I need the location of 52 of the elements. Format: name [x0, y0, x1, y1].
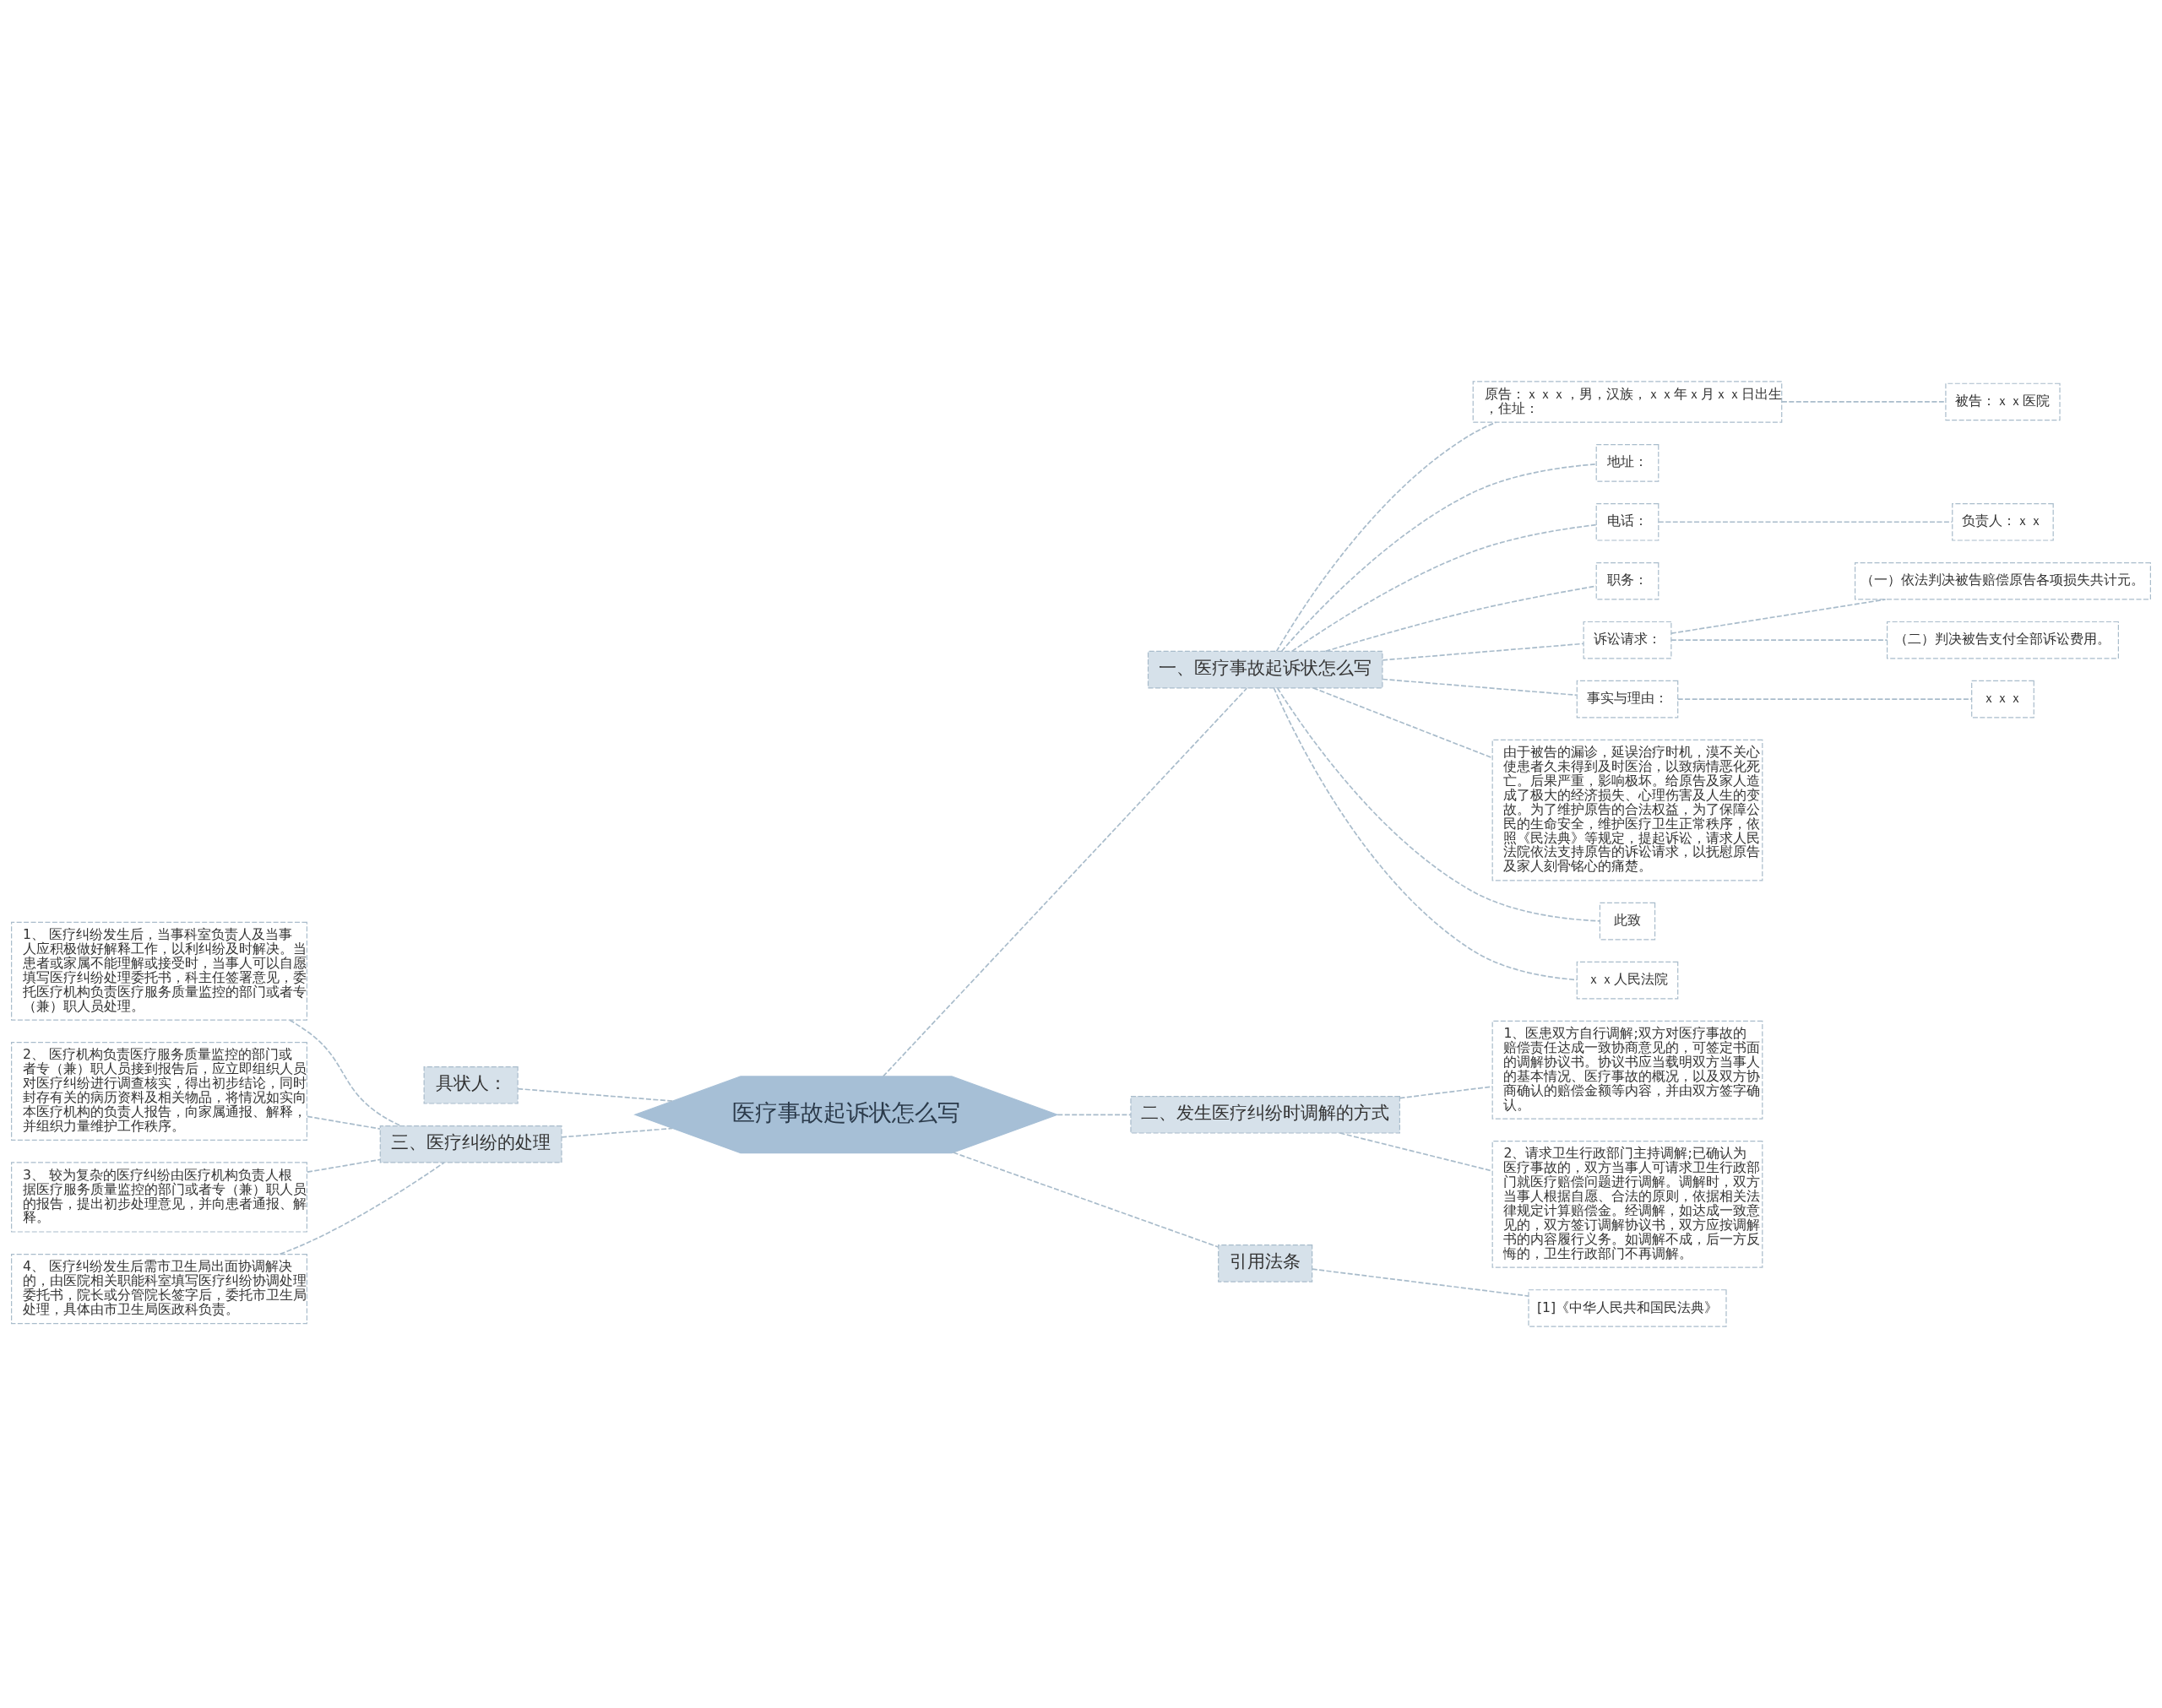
connector [1291, 523, 1597, 653]
connector [1057, 1114, 1132, 1116]
connector [1781, 401, 1947, 403]
connector [1670, 639, 1888, 642]
connector [952, 1152, 1220, 1248]
connector [279, 1162, 445, 1255]
connector [307, 1115, 381, 1130]
node-box: ｘｘ人民法院 [1576, 961, 1679, 1000]
node-box: 原告：ｘｘｘ，男，汉族，ｘｘ年ｘ月ｘｘ日出生，住址： [1472, 381, 1783, 423]
connector [1276, 687, 1601, 922]
connector [1382, 678, 1578, 697]
node-box: 被告：ｘｘ医院 [1945, 382, 2061, 421]
node-box: 此致 [1599, 902, 1656, 941]
node-box: 1、 医疗纠纷发生后，当事科室负责人及当事人应积极做好解释工作，以利纠纷及时解决。当患者或家属不能理解或接受时，当事人可以自愿填写医疗纠纷处理委托书，科主任签署意见，委托医疗机构负责医疗服务质量监控的部门或者专（兼）职人员处理。 [11, 921, 308, 1021]
connector [307, 1158, 381, 1174]
connector [1382, 643, 1584, 661]
node-box: 二、发生医疗纠纷时调解的方式 [1130, 1095, 1400, 1134]
connector [1280, 463, 1597, 653]
connector [1670, 599, 1887, 635]
connector [1312, 1268, 1529, 1297]
node-box: 职务： [1595, 561, 1660, 600]
node-box: 诉讼请求： [1583, 621, 1672, 659]
connector [289, 1019, 402, 1127]
node-box: 1、医患双方自行调解;双方对医疗事故的赔偿责任达成一致协商意见的，可签定书面的调解协议书。协议书应当载明双方当事人的基本情况、医疗事故的概况，以及双方协商确认的赔偿金额等内容，并由双方签字确认。 [1491, 1020, 1763, 1120]
node-box: 2、 医疗机构负责医疗服务质量监控的部门或者专（兼）职人员接到报告后，应立即组织人员对医疗纠纷进行调查核实，得出初步结论，同时封存有关的病历资料及相关物品，将情况如实向本医疗机构的负责人报告，向家属通报、解释，并组织力量维护工作秩序。 [11, 1042, 308, 1141]
connector [561, 1127, 674, 1138]
node-box: 由于被告的漏诊，延误治疗时机，漠不关心使患者久未得到及时医治，以致病情恶化死亡。后果严重，影响极坏。给原告及家人造成了极大的经济损失、心理伤害及人生的变故。为了维护原告的合法权益，为了保障公民的生命安全，维护医疗卫生正常秩序，依照《民法典》等规定，提起诉讼，请求人民法院依法支持原告的诉讼请求，以抚慰原告及家人刻骨铭心的痛楚。 [1491, 739, 1763, 881]
connector [1658, 521, 1953, 523]
node-box: （一）依法判决被告赔偿原告各项损失共计元。 [1854, 561, 2151, 600]
connector [1677, 698, 1973, 700]
node-box: 电话： [1595, 502, 1660, 541]
node-box: 4、 医疗纠纷发生后需市卫生局出面协调解决的，由医院相关职能科室填写医疗纠纷协调处理委托书，院长或分管院长签字后，委托市卫生局处理，具体由市卫生局医政科负责。 [11, 1253, 308, 1325]
node-box: （二）判决被告支付全部诉讼费用。 [1886, 621, 2119, 659]
node-box: 地址： [1595, 444, 1660, 482]
node-box: 事实与理由： [1576, 680, 1679, 718]
connector [1275, 421, 1497, 653]
node-box: 具状人： [423, 1066, 519, 1104]
connector [1312, 687, 1493, 759]
connector [517, 1087, 673, 1102]
connector [1324, 585, 1597, 653]
node-box: [1]《中华人民共和国民法典》 [1528, 1289, 1727, 1327]
node-box: 引用法条 [1218, 1244, 1313, 1282]
connector [882, 687, 1248, 1077]
connector [1399, 1086, 1493, 1099]
connector [1339, 1132, 1493, 1172]
node-box: 一、医疗事故起诉状怎么写 [1147, 650, 1383, 689]
node-box: 负责人：ｘｘ [1952, 502, 2054, 541]
connector [1273, 687, 1578, 981]
node-box: 3、 较为复杂的医疗纠纷由医疗机构负责人根据医疗服务质量监控的部门或者专（兼）职人员的报告，提出初步处理意见，并向患者通报、解释。 [11, 1162, 308, 1233]
node-box: 2、请求卫生行政部门主持调解;已确认为医疗事故的，双方当事人可请求卫生行政部门就医疗赔偿问题进行调解。调解时，双方当事人根据自愿、合法的原则，依据相关法律规定计算赔偿金。经调解，如达成一致意见的，双方签订调解协议书，双方应按调解书的内容履行义务。如调解不成，后一方反悔的，卫生行政部门不再调解。 [1491, 1141, 1763, 1268]
node-box: ｘｘｘ [1971, 680, 2034, 718]
node-box: 三、医疗纠纷的处理 [379, 1125, 562, 1163]
